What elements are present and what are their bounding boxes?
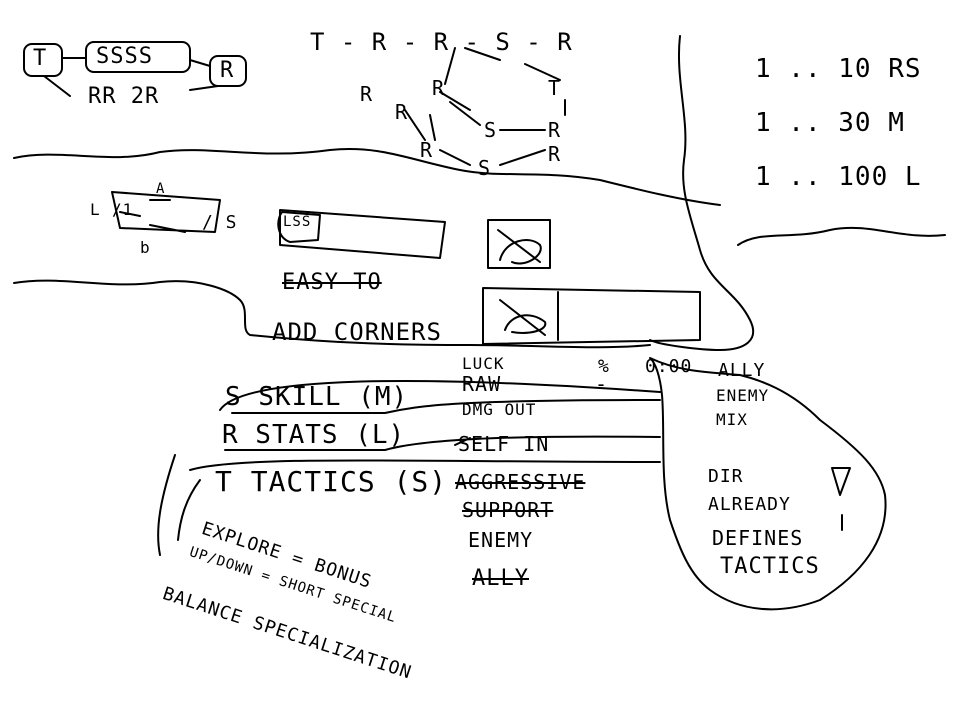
list-left-sweep	[157, 454, 201, 556]
right-loop	[649, 357, 887, 611]
slider-bottom-label: b	[140, 238, 151, 257]
easy-to-text: EASY TO	[282, 270, 382, 295]
note-luck: LUCK	[462, 354, 505, 373]
graph-r6: R	[548, 142, 562, 166]
chain-bottom-label: RR 2R	[88, 84, 160, 109]
graph-r1: R	[360, 82, 374, 106]
divider-bottom	[13, 279, 651, 349]
crossed-icon-2	[499, 299, 547, 336]
scale-rs: 1 .. 10 RS	[755, 54, 922, 84]
crossed-box-wide[interactable]	[482, 287, 701, 345]
slider-track	[111, 191, 221, 233]
slider-top-mark	[119, 211, 141, 217]
list-curve-upper	[219, 380, 661, 411]
note-support: SUPPORT	[462, 498, 554, 522]
graph-row1: T - R - R - S - R	[310, 28, 573, 56]
note-dmg-out: DMG OUT	[462, 400, 537, 419]
lss-label: LSS	[283, 214, 312, 230]
slider-mark-label: /1	[112, 200, 134, 219]
list-stats: R STATS (L)	[222, 420, 406, 450]
scale-l: 1 .. 100 L	[755, 162, 922, 192]
scale-m: 1 .. 30 M	[755, 108, 905, 138]
crossed-icon-1	[497, 229, 542, 265]
graph-t2: T	[548, 76, 562, 100]
note-enemy2: ENEMY	[716, 386, 770, 405]
note-ally: ALLY	[472, 566, 529, 591]
note-pct: %	[598, 356, 610, 377]
note-dash: -	[595, 372, 609, 396]
add-corners-text: ADD CORNERS	[272, 318, 442, 346]
chain-s-label: SSSS	[96, 44, 153, 69]
graph-r3: R	[432, 76, 446, 100]
graph-r4: R	[548, 118, 562, 142]
note-aggressive: AGGRESSIVE	[455, 470, 586, 494]
strike-dmg	[454, 437, 471, 446]
note-self-in: SELF IN	[458, 432, 550, 456]
slider-left-label: L	[90, 200, 101, 219]
divider-right-vertical	[649, 35, 755, 351]
list-underline-3	[189, 459, 661, 471]
crossed-box-small[interactable]	[487, 219, 551, 269]
note-already: ALREADY	[708, 494, 791, 515]
note-mix: MIX	[716, 410, 748, 429]
graph-s1: S	[484, 118, 498, 142]
chain-r-label: R	[220, 58, 235, 83]
list-tactics: T TACTICS (S)	[215, 465, 448, 498]
list-skill: S SKILL (M)	[225, 382, 409, 412]
list-underline-1	[231, 399, 661, 414]
note-enemy: ENEMY	[468, 528, 534, 552]
note-raw: RAW	[462, 372, 502, 396]
note-ally2: ALLY	[718, 360, 766, 381]
divider-right-branch	[737, 226, 946, 246]
note-tactics: TACTICS	[720, 554, 820, 579]
graph-r5: R	[420, 138, 434, 162]
divider-top	[13, 148, 721, 206]
lss-bar-left	[277, 211, 321, 243]
chain-connector	[43, 57, 219, 97]
note-defines: DEFINES	[712, 526, 804, 550]
note-hundred: 0:00	[645, 356, 693, 377]
chain-t-label: T	[33, 46, 48, 71]
graph-r2: R	[395, 100, 409, 124]
slider-top-label: A	[156, 181, 166, 197]
graph-s2: S	[478, 156, 492, 180]
slider-right-label: / S	[202, 212, 238, 233]
graph-edges	[404, 47, 566, 166]
exclamation-mark	[831, 467, 851, 531]
r-node-box	[209, 55, 247, 87]
note-dir: DIR	[708, 466, 744, 487]
